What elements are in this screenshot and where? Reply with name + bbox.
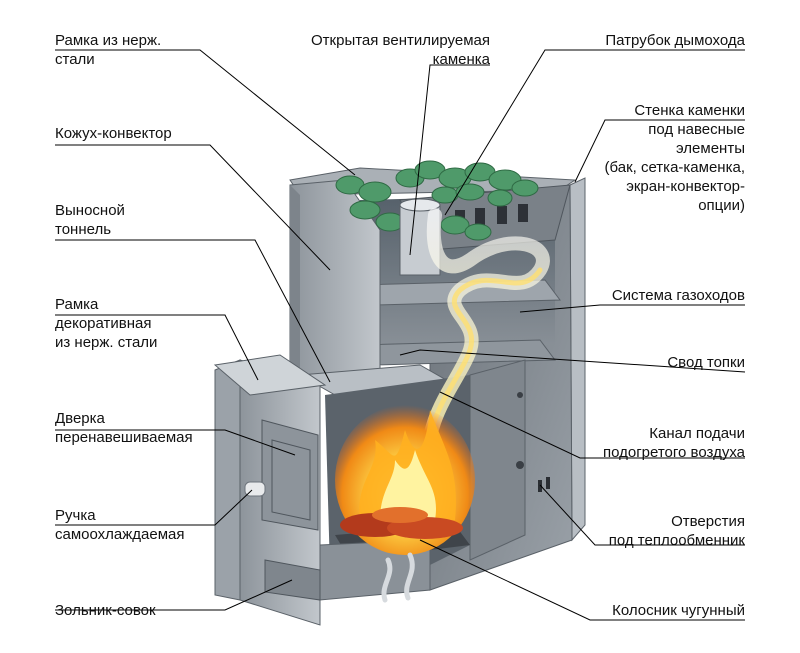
label-grate: Колосник чугунный [612,602,745,619]
label-gas-system: Система газоходов [611,287,745,304]
label-firebox-arch: Свод топки [667,354,745,371]
label-convector: Кожух-конвектор [55,125,172,142]
label-chimney: Патрубок дымохода [605,32,745,49]
leader-lines [55,49,746,621]
chimney-pipe [399,198,441,276]
stove-door [213,354,327,626]
stone-basket [335,160,571,251]
stones [335,160,539,241]
label-ash-pan: Зольник-совок [55,602,156,619]
fire [335,405,475,555]
label-frame-steel: Рамка из нерж.стали [55,32,162,68]
